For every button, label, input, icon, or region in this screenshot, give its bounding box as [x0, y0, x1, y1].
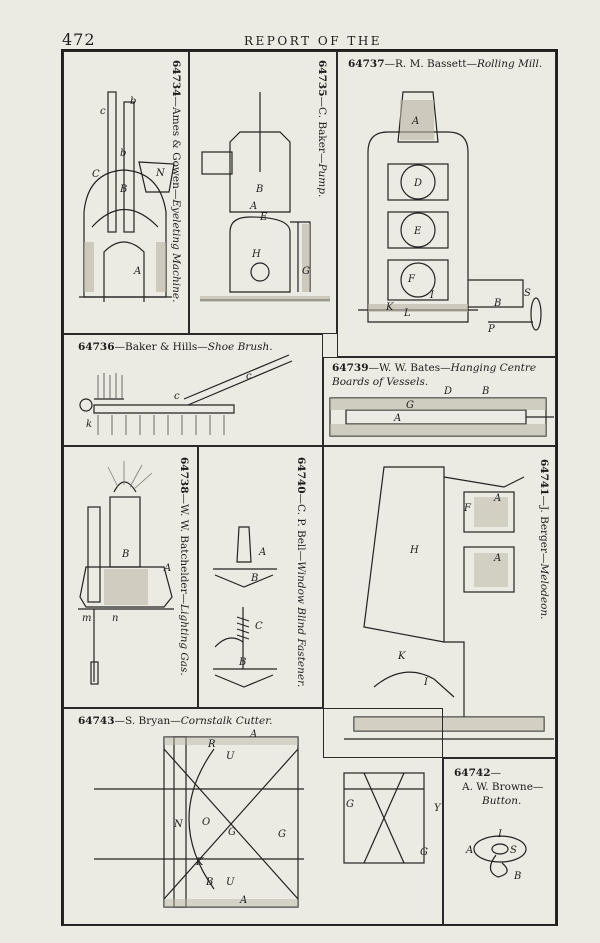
caption-64739-line2: Boards of Vessels. [332, 376, 429, 388]
label-N: N [173, 819, 184, 830]
drawing-eyeleting-machine: b c b C N A B [79, 91, 175, 302]
label-C: C [255, 621, 263, 632]
label-B: B [119, 184, 127, 195]
plate-frame: b c b C N A B 64734—Ames & Gowen—Eyeleti… [61, 49, 558, 926]
caption-64741: 64741—J. Berger—Melodeon. [538, 459, 550, 620]
panel-64736: 64736—Baker & Hills—Shoe Brush. c [63, 334, 323, 446]
page-number: 472 [62, 30, 96, 49]
label-b-2: b [120, 148, 126, 159]
drawing-lighting-gas: B A m n [78, 461, 174, 685]
caption-64737: 64737—R. M. Bassett—Rolling Mill. [348, 58, 543, 70]
label-G-3: G [346, 799, 354, 810]
label-B: B [481, 386, 489, 397]
label-B: B [121, 549, 129, 560]
label-A-1: A [493, 493, 501, 504]
label-c-1: c [246, 371, 252, 382]
label-B: B [493, 298, 501, 309]
label-B-1: B [250, 573, 258, 584]
label-G-2: G [278, 829, 286, 840]
label-I: I [497, 829, 503, 840]
panel-64739: 64739—W. W. Bates—Hanging Centre Boards … [323, 357, 556, 446]
label-A: A [163, 563, 171, 574]
label-U-2: U [226, 877, 235, 888]
label-G-4: G [420, 847, 428, 858]
caption-64742-title: Button. [482, 795, 522, 807]
label-A-2: A [493, 553, 501, 564]
label-G: G [406, 400, 414, 411]
label-D: D [413, 178, 422, 189]
panel-64735: B A E H G 64735—C. Baker—Pump. [189, 51, 337, 334]
panel-64743: 64743—S. Bryan—Cornstalk Cutter. A [63, 708, 443, 926]
drawing-cornstalk-cutter: A R U N O G G K B U A G Y G [94, 729, 442, 908]
label-K: K [385, 302, 394, 313]
caption-64736: 64736—Baker & Hills—Shoe Brush. [78, 341, 273, 353]
label-L: L [403, 308, 411, 319]
label-K: K [397, 651, 406, 662]
caption-64742: 64742— [454, 767, 502, 779]
label-N: N [155, 168, 166, 179]
label-B: B [205, 877, 213, 888]
label-b-1: b [130, 96, 136, 107]
caption-64734: 64734—Ames & Gowen—Eyeleting Machine. [170, 60, 182, 303]
label-F: F [463, 503, 472, 514]
drawing-centre-boards: D B G A [329, 386, 554, 437]
label-c-1: c [100, 106, 106, 117]
label-G-1: G [228, 827, 236, 838]
label-P: P [487, 324, 495, 335]
label-A: A [393, 413, 401, 424]
panel-64737: 64737—R. M. Bassett—Rolling Mill. [337, 51, 556, 357]
label-K: K [195, 857, 204, 868]
label-B-2: B [238, 657, 246, 668]
panel-64738: B A m n 64738—W. W. Batchelder—Lighting … [63, 446, 198, 708]
label-S: S [524, 288, 531, 299]
caption-64740: 64740—C. P. Bell—Window Blind Fastener. [295, 457, 307, 688]
label-E: E [259, 212, 268, 223]
label-B: B [255, 184, 263, 195]
label-k: k [86, 419, 92, 430]
panel-64741: F A H A K I 64741—J. Berger—Melodeon. [323, 446, 556, 758]
label-G: G [302, 266, 310, 277]
label-A: A [465, 845, 473, 856]
panel-64740: A B C B 64740—C. P. Bell—Window Blind Fa… [198, 446, 323, 708]
label-D: D [443, 386, 452, 397]
label-c-2: c [174, 391, 180, 402]
label-A: A [411, 116, 419, 127]
label-B: B [513, 871, 521, 882]
label-A: A [258, 547, 266, 558]
label-A-1: A [249, 729, 257, 740]
caption-64743: 64743—S. Bryan—Cornstalk Cutter. [78, 715, 273, 727]
label-O: O [202, 817, 210, 828]
label-U-1: U [226, 751, 235, 762]
drawing-rolling-mill: A D E F I K L B S P [358, 91, 542, 335]
label-H: H [251, 249, 261, 260]
running-head: REPORT OF THE [244, 34, 383, 48]
drawing-pump: B A E H G [200, 92, 330, 302]
label-Y: Y [434, 803, 442, 814]
panel-64742: 64742— A. W. Browne— Button. A I S B [443, 758, 556, 926]
label-A-2: A [239, 895, 247, 906]
caption-64742-inventor: A. W. Browne— [462, 781, 544, 793]
panel-64734: b c b C N A B 64734—Ames & Gowen—Eyeleti… [63, 51, 189, 334]
label-A: A [133, 266, 141, 277]
label-C: C [92, 169, 100, 180]
caption-64739: 64739—W. W. Bates—Hanging Centre [332, 362, 537, 374]
label-H: H [409, 545, 419, 556]
label-n: n [112, 613, 118, 624]
label-A: A [249, 201, 257, 212]
label-I: I [429, 290, 435, 301]
caption-64735: 64735—C. Baker—Pump. [316, 60, 328, 198]
caption-64738: 64738—W. W. Batchelder—Lighting Gas. [178, 457, 190, 676]
drawing-button: A I S B [465, 829, 527, 882]
label-I: I [423, 677, 429, 688]
drawing-melodeon: F A H A K I [344, 466, 554, 740]
label-E: E [413, 226, 422, 237]
label-m: m [82, 613, 91, 624]
label-S: S [510, 845, 517, 856]
label-F: F [407, 274, 416, 285]
label-R: R [207, 739, 216, 750]
drawing-shoe-brush: c c k [79, 354, 293, 435]
drawing-blind-fastener: A B C B [213, 526, 277, 688]
